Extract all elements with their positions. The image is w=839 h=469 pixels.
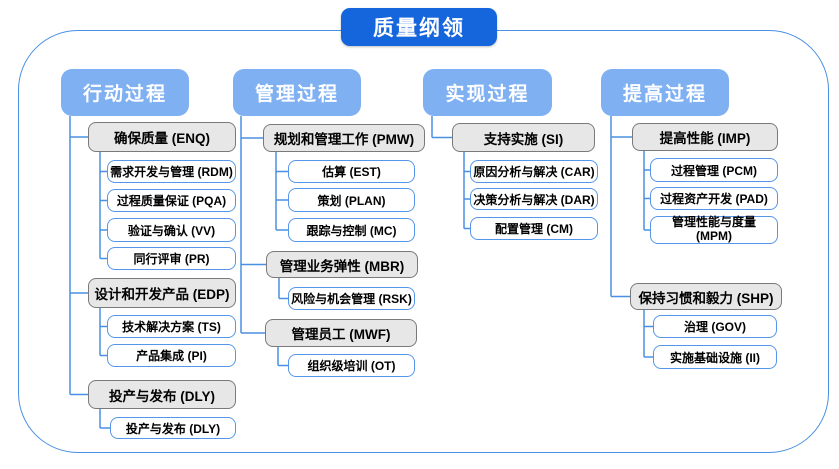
- group-box-mwf: 管理员工 (MWF): [265, 319, 417, 347]
- column-header-management-process: 管理过程: [233, 69, 361, 116]
- leaf-box-pi: 产品集成 (PI): [107, 344, 236, 367]
- leaf-box-plan: 策划 (PLAN): [288, 188, 415, 212]
- group-box-enq: 确保质量 (ENQ): [88, 122, 236, 152]
- leaf-box-pad: 过程资产开发 (PAD): [650, 187, 778, 210]
- leaf-box-ii: 实施基础设施 (II): [653, 345, 777, 369]
- group-box-imp: 提高性能 (IMP): [632, 123, 778, 151]
- leaf-box-dar: 决策分析与解决 (DAR): [470, 188, 598, 210]
- leaf-box-rdm: 需求开发与管理 (RDM): [107, 160, 236, 183]
- leaf-box-est: 估算 (EST): [288, 160, 415, 183]
- leaf-box-pr: 同行评审 (PR): [107, 247, 236, 270]
- leaf-box-pcm: 过程管理 (PCM): [650, 158, 778, 182]
- column-header-improvement-process: 提高过程: [601, 69, 729, 116]
- group-box-edp: 设计和开发产品 (EDP): [88, 278, 236, 308]
- leaf-box-dly: 投产与发布 (DLY): [110, 417, 236, 439]
- column-header-action-process: 行动过程: [61, 69, 189, 116]
- leaf-box-gov: 治理 (GOV): [653, 315, 777, 338]
- group-box-dly: 投产与发布 (DLY): [88, 380, 236, 409]
- group-box-mbr: 管理业务弹性 (MBR): [266, 251, 418, 278]
- leaf-box-cm: 配置管理 (CM): [470, 217, 598, 240]
- group-box-si: 支持实施 (SI): [452, 123, 595, 152]
- leaf-box-vv: 验证与确认 (VV): [107, 218, 236, 242]
- leaf-box-mpm: 管理性能与度量 (MPM): [650, 215, 778, 244]
- leaf-box-pqa: 过程质量保证 (PQA): [107, 189, 236, 212]
- group-box-shp: 保持习惯和毅力 (SHP): [630, 283, 782, 310]
- leaf-box-ot: 组织级培训 (OT): [288, 354, 415, 377]
- column-header-realization-process: 实现过程: [423, 69, 552, 116]
- group-box-pmw: 规划和管理工作 (PMW): [263, 124, 425, 152]
- leaf-box-rsk: 风险与机会管理 (RSK): [288, 287, 415, 310]
- leaf-box-car: 原因分析与解决 (CAR): [470, 160, 598, 183]
- leaf-box-ts: 技术解决方案 (TS): [107, 315, 236, 338]
- leaf-box-mc: 跟踪与控制 (MC): [288, 218, 415, 242]
- diagram-title: 质量纲领: [341, 8, 497, 46]
